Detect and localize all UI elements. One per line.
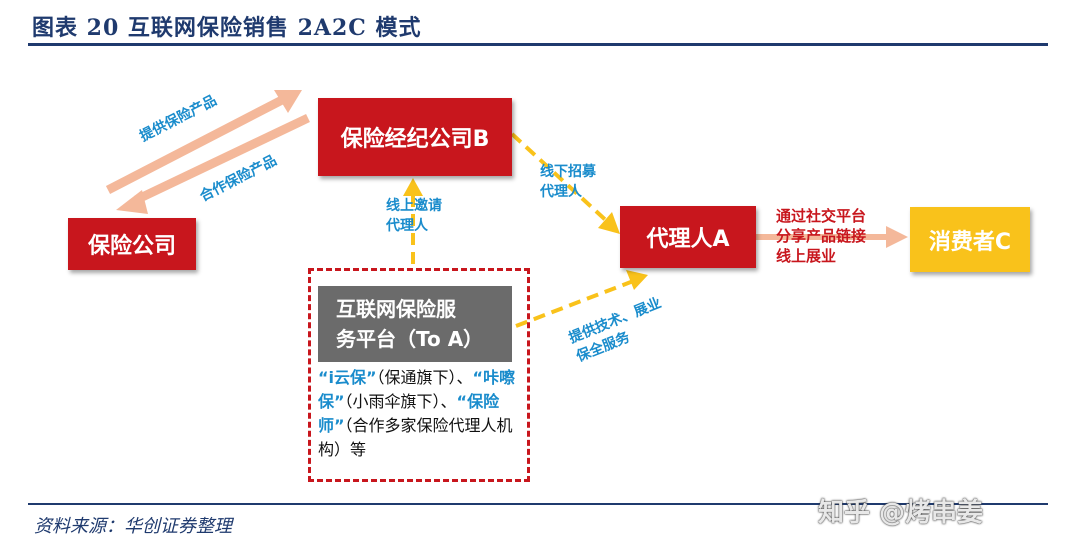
label-offline-recruit-line1: 线下招募: [540, 164, 596, 180]
node-agent: 代理人A: [620, 206, 756, 268]
watermark: 知乎 @烤串姜: [818, 498, 984, 528]
source-note: 资料来源：华创证券整理: [34, 516, 232, 537]
arrow-cooperate-products: [116, 113, 310, 214]
arrow-offline-recruit: [510, 132, 620, 234]
label-social-share: 通过社交平台 分享产品链接 线上展业: [776, 206, 866, 266]
label-online-invite-line1: 线上邀请: [386, 198, 442, 214]
label-social-share-line3: 线上展业: [776, 247, 837, 265]
bottom-divider: [28, 503, 1048, 505]
label-social-share-line1: 通过社交平台: [776, 207, 867, 225]
arrow-tech-support: [515, 270, 648, 328]
top-divider: [28, 43, 1048, 46]
node-platform: 互联网保险服 务平台（To A）: [318, 286, 512, 362]
example-kacha-note: （小雨伞旗下）、: [344, 392, 457, 411]
platform-examples: “i云保”（保通旗下）、“咔嚓保”（小雨伞旗下）、“保险师”（合作多家保险代理人…: [318, 366, 524, 462]
label-online-invite: 线上邀请 代理人: [386, 196, 442, 236]
platform-line1: 互联网保险服: [336, 297, 456, 321]
node-consumer: 消费者C: [910, 207, 1030, 272]
label-offline-recruit-line2: 代理人: [540, 184, 582, 200]
label-online-invite-line2: 代理人: [386, 218, 428, 234]
platform-line2: 务平台（To A）: [336, 327, 484, 351]
example-icloud: “i云保”: [318, 368, 377, 387]
example-baoxianshi: “保险师”: [318, 392, 500, 435]
label-social-share-line2: 分享产品链接: [776, 227, 867, 245]
platform-group-border: [308, 268, 530, 482]
node-broker: 保险经纪公司B: [318, 98, 512, 176]
label-offline-recruit: 线下招募 代理人: [540, 162, 596, 202]
arrow-provide-products: [105, 90, 302, 194]
arrow-online-invite: [403, 178, 423, 264]
example-baoxianshi-note: （合作多家保险代理人机构）等: [318, 416, 513, 459]
example-kacha: “咔嚓保”: [318, 368, 516, 411]
example-icloud-note: （保通旗下）、: [376, 368, 473, 387]
figure-title: 图表 20 互联网保险销售 2A2C 模式: [32, 15, 422, 41]
arrow-social-share: [756, 226, 908, 248]
node-insurer: 保险公司: [68, 218, 196, 270]
